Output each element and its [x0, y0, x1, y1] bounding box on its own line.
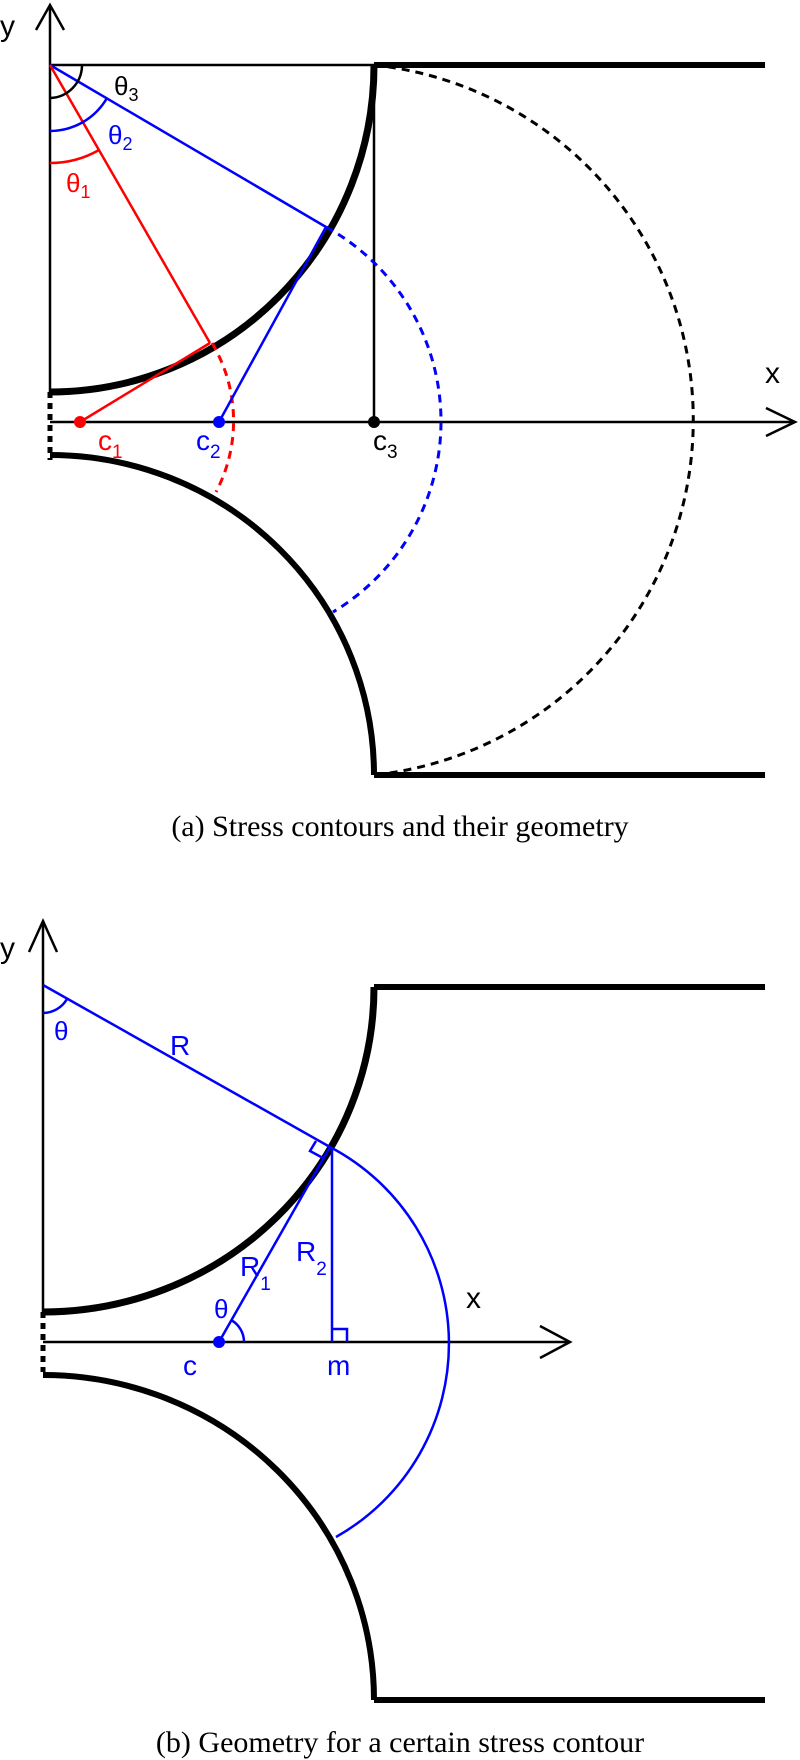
R2-label: R2	[296, 1236, 327, 1280]
theta-c-label: θ	[214, 1294, 228, 1324]
angle-arc-theta3	[49, 65, 84, 100]
R-label: R	[170, 1030, 190, 1061]
radius-c2	[217, 226, 328, 423]
upper-notch-a	[49, 64, 378, 396]
m-label: m	[327, 1350, 350, 1381]
right-angle-marker-m	[332, 1327, 349, 1342]
point-c3	[368, 416, 380, 428]
theta1-label: θ1	[66, 168, 90, 202]
point-c	[213, 1336, 225, 1348]
right-angle-marker-tangent	[308, 1140, 324, 1160]
angle-arc-theta1	[49, 148, 100, 165]
line-R	[42, 983, 331, 1149]
caption-b: (b) Geometry for a certain stress contou…	[156, 1726, 644, 1759]
panel-b: y x θ R R1 R2 θ c m (b) Geometry for a c…	[0, 917, 765, 1759]
theta2-label: θ2	[108, 120, 132, 154]
c1-label: c1	[98, 425, 123, 463]
contour-c3	[373, 63, 695, 777]
point-c2	[213, 416, 225, 428]
radius-c1	[79, 341, 211, 424]
x-axis-label-a: x	[765, 357, 780, 390]
R1-label: R1	[240, 1251, 271, 1295]
angle-arc-theta-top	[42, 998, 69, 1015]
y-axis-arrow-a-icon	[34, 2, 66, 31]
angle-arc-theta2	[49, 97, 109, 133]
c2-label: c2	[196, 425, 221, 463]
y-axis-label-b: y	[0, 932, 15, 965]
contour-c2	[325, 225, 443, 614]
lower-notch-a	[49, 452, 377, 776]
line-theta2	[49, 63, 327, 229]
upper-notch-b	[42, 986, 378, 1316]
theta3-label: θ3	[114, 71, 138, 105]
x-axis-label-b: x	[466, 1282, 481, 1315]
contour-c1	[210, 342, 236, 493]
panel-a: y x θ3 θ2 θ1 c1 c2 c3 (a) Stress contour…	[0, 2, 798, 843]
x-axis-arrow-a-icon	[765, 406, 798, 438]
angle-arc-theta-c	[230, 1318, 246, 1343]
c3-label: c3	[373, 425, 398, 463]
contour-arc-b	[329, 1145, 451, 1539]
line-theta1	[48, 64, 212, 344]
theta-top-label: θ	[54, 1016, 68, 1046]
x-axis-arrow-b-icon	[539, 1324, 573, 1360]
y-axis-label-a: y	[0, 10, 15, 43]
lower-notch-b	[42, 1372, 377, 1701]
y-axis-arrow-b-icon	[27, 917, 59, 953]
point-c1	[74, 416, 86, 428]
c-label: c	[183, 1350, 197, 1381]
line-R1	[217, 1146, 332, 1343]
caption-a: (a) Stress contours and their geometry	[171, 810, 628, 843]
